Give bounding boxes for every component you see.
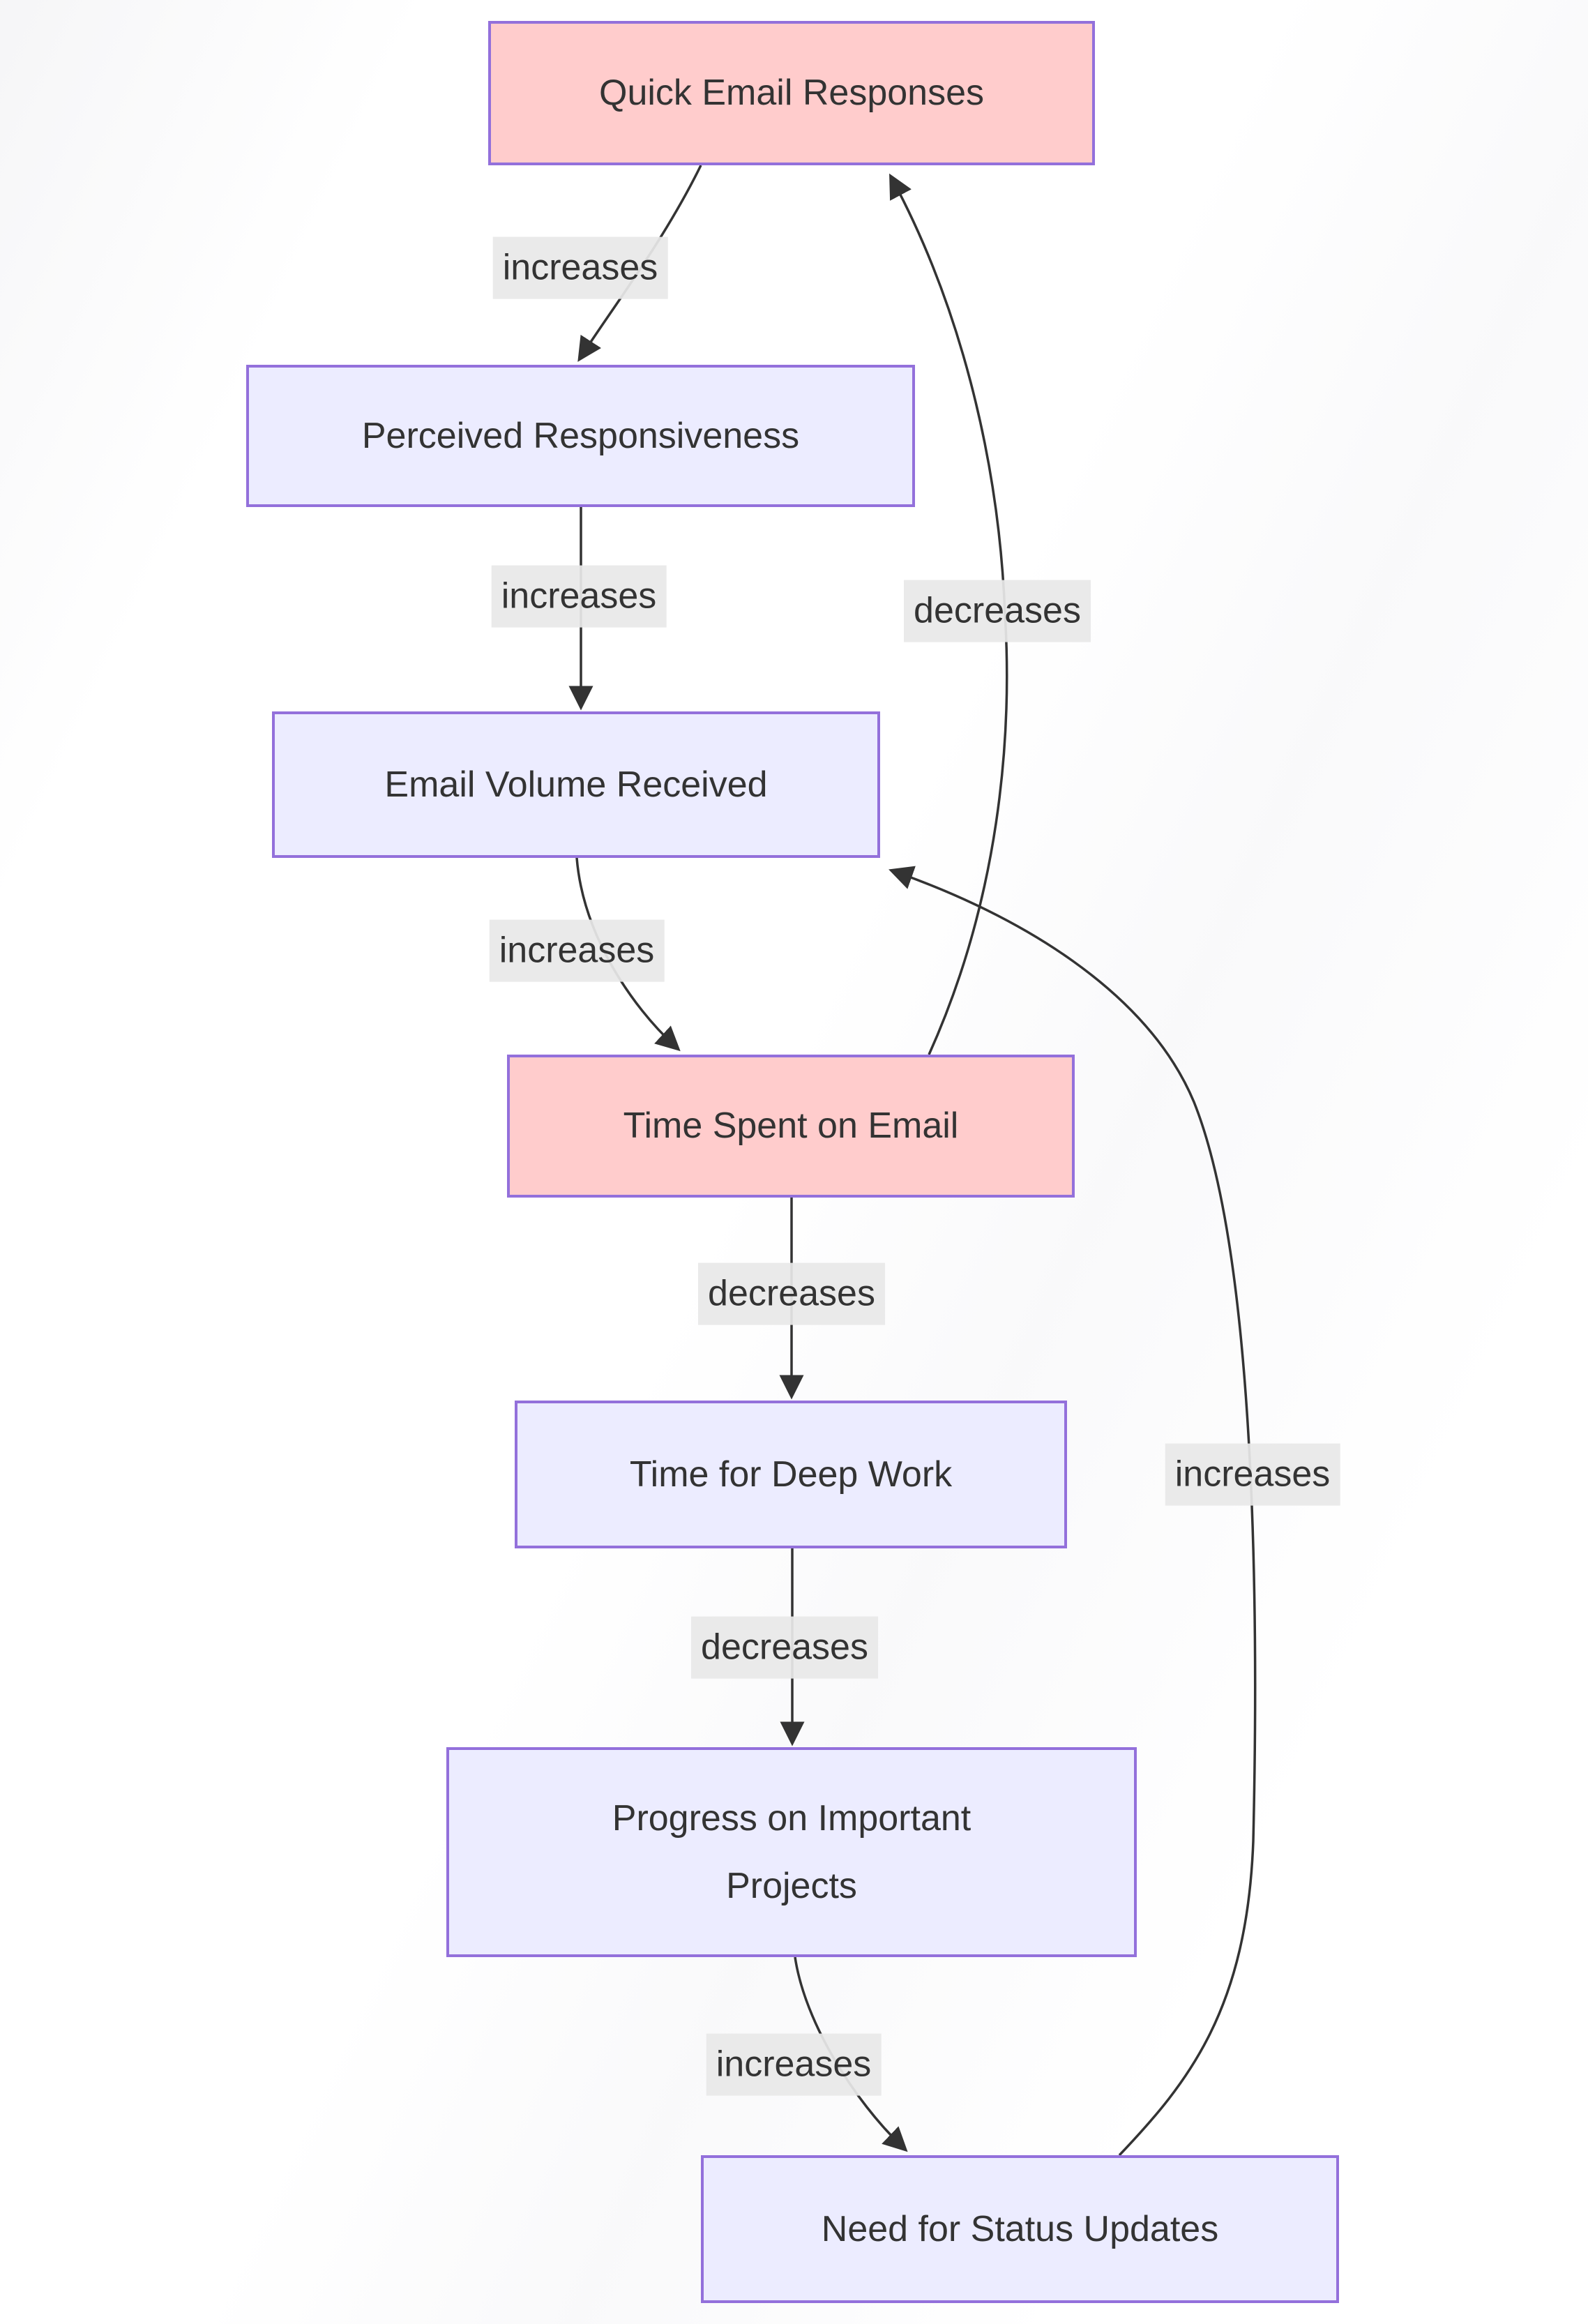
edge-label-progress-to-statusupdates: increases (706, 2033, 882, 2096)
edge-label-volume-to-timespent: increases (489, 919, 665, 982)
node-label: Email Volume Received (384, 764, 768, 805)
edge-label-quick-to-perceived: increases (492, 236, 668, 299)
node-label: Quick Email Responses (599, 73, 984, 114)
edge-label-statusupdates-to-volume: increases (1165, 1443, 1340, 1506)
edge-label-timespent-to-deepwork: decreases (698, 1262, 885, 1325)
edge-need-for-status-updates-to-email-volume-received (888, 866, 1257, 2157)
node-label: Time Spent on Email (623, 1106, 959, 1147)
edge-label-perceived-to-volume: increases (491, 565, 667, 628)
node-quick-email-responses: Quick Email Responses (488, 21, 1095, 165)
edge-label-timespent-to-quick: decreases (904, 580, 1091, 642)
node-label: Time for Deep Work (629, 1454, 953, 1495)
node-time-for-deep-work: Time for Deep Work (515, 1401, 1067, 1548)
node-need-for-status-updates: Need for Status Updates (701, 2155, 1339, 2303)
node-label: Perceived Responsiveness (361, 415, 800, 456)
node-label: Progress on Important Projects (612, 1798, 971, 1906)
edge-label-deepwork-to-progress: decreases (691, 1616, 878, 1679)
node-progress-on-important-projects: Progress on Important Projects (446, 1747, 1137, 1957)
node-time-spent-on-email: Time Spent on Email (507, 1055, 1075, 1198)
node-perceived-responsiveness: Perceived Responsiveness (246, 365, 915, 507)
node-label: Need for Status Updates (821, 2208, 1219, 2249)
node-email-volume-received: Email Volume Received (272, 711, 880, 858)
